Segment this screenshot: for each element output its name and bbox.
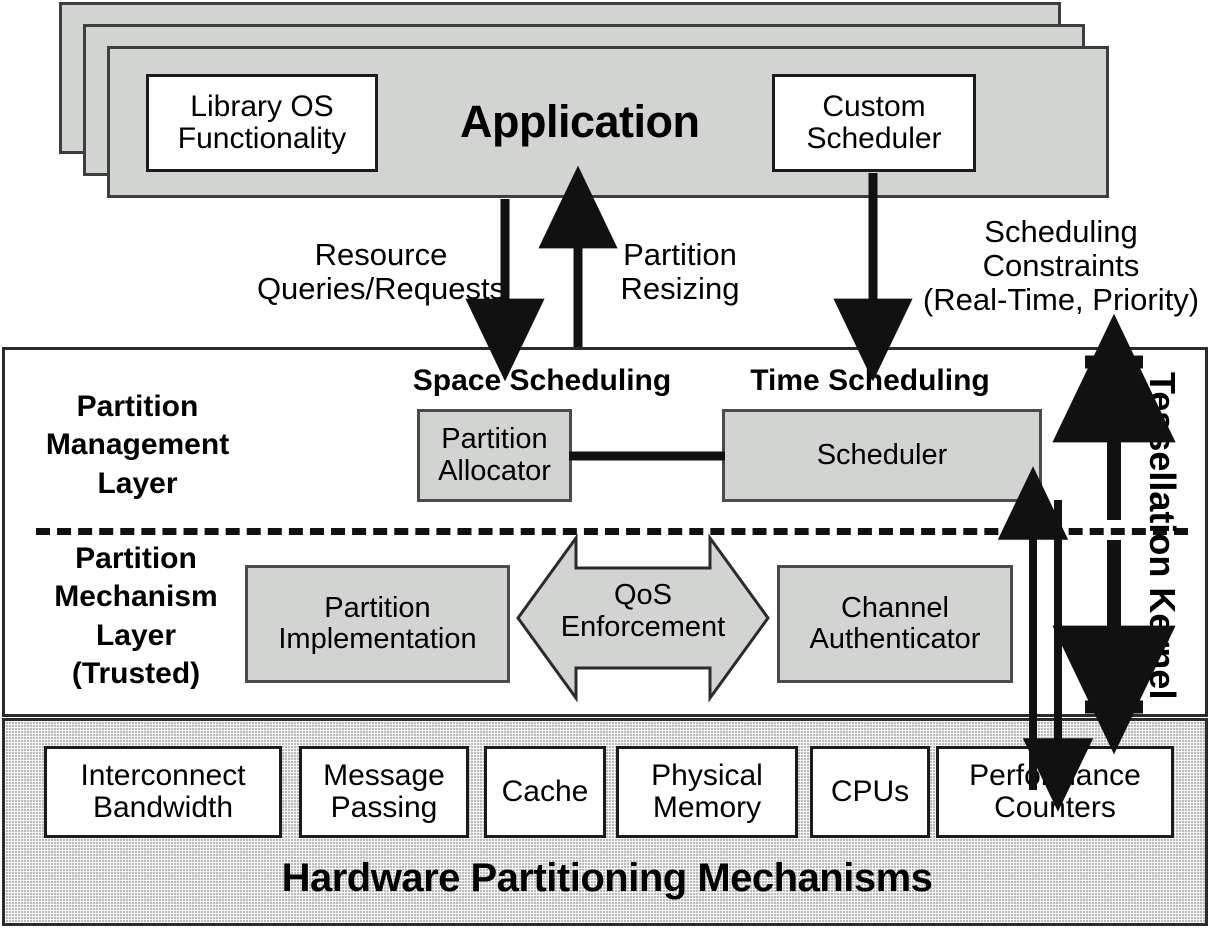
scheduler-box[interactable]: Scheduler	[722, 409, 1042, 502]
library-os-label: Library OS Functionality	[177, 89, 347, 155]
hardware-item-cpus[interactable]: CPUs	[810, 746, 930, 838]
channel-authenticator-label: Channel Authenticator	[809, 591, 981, 655]
layer-divider	[36, 528, 1188, 535]
hardware-item-label: Physical Memory	[651, 758, 763, 824]
hardware-item-label: Cache	[501, 774, 589, 808]
hardware-item-interconnect-bandwidth[interactable]: Interconnect Bandwidth	[44, 746, 282, 838]
scheduler-label: Scheduler	[816, 438, 948, 471]
partition-mechanism-layer-label: Partition Mechanism Layer (Trusted)	[54, 542, 218, 691]
partition-management-layer-label: Partition Management Layer	[45, 390, 230, 500]
custom-scheduler-box[interactable]: Custom Scheduler	[772, 74, 976, 172]
application-title: Application	[460, 96, 700, 147]
hardware-item-label: Message Passing	[323, 758, 445, 824]
partition-allocator-box[interactable]: Partition Allocator	[417, 409, 572, 502]
hardware-item-label: Interconnect Bandwidth	[80, 758, 246, 824]
space-scheduling-label: Space Scheduling	[412, 364, 672, 397]
hardware-item-cache[interactable]: Cache	[484, 746, 606, 838]
resource-queries-label: Resource Queries/Requests	[256, 237, 506, 307]
partition-implementation-label: Partition Implementation	[278, 591, 477, 655]
partition-allocator-label: Partition Allocator	[438, 423, 551, 487]
hardware-item-physical-memory[interactable]: Physical Memory	[616, 746, 798, 838]
hardware-item-label: Performance Counters	[969, 758, 1141, 824]
hardware-item-performance-counters[interactable]: Performance Counters	[936, 746, 1174, 838]
time-scheduling-label: Time Scheduling	[750, 364, 990, 397]
scheduling-constraints-label: Scheduling Constraints (Real-Time, Prior…	[922, 214, 1200, 318]
partition-resizing-label: Partition Resizing	[620, 237, 740, 307]
hardware-item-message-passing[interactable]: Message Passing	[299, 746, 469, 838]
hardware-item-label: CPUs	[830, 774, 910, 808]
hardware-title: Hardware Partitioning Mechanisms	[281, 856, 933, 900]
qos-enforcement-label: QoS Enforcement	[560, 579, 726, 643]
partition-implementation-box[interactable]: Partition Implementation	[245, 565, 510, 683]
tessellation-kernel-label: Tessellation Kernel	[1142, 372, 1183, 700]
channel-authenticator-box[interactable]: Channel Authenticator	[777, 565, 1013, 683]
library-os-box[interactable]: Library OS Functionality	[146, 74, 378, 172]
custom-scheduler-label: Custom Scheduler	[806, 89, 942, 155]
